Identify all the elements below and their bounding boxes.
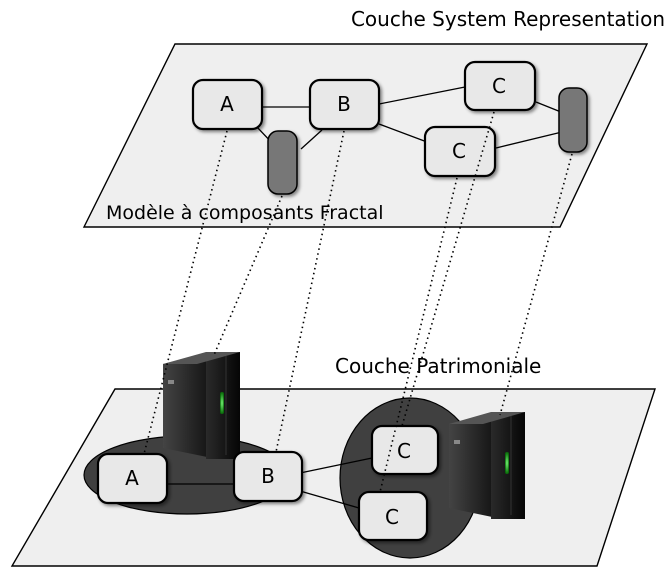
bottom-layer: Couche Patrimoniale — [10, 352, 656, 567]
top-connector-right — [558, 87, 588, 153]
top-node-c-lower: C — [423, 125, 497, 178]
mapping-line — [143, 130, 228, 455]
top-node-a: A — [191, 78, 264, 131]
top-node-c-upper-label: C — [492, 74, 506, 98]
top-connector-left — [267, 130, 298, 195]
top-layer-caption: Modèle à composants Fractal — [106, 202, 384, 224]
bottom-node-a: A — [96, 452, 169, 505]
top-layer: Couche System Representation Modèle à co… — [82, 7, 665, 228]
bottom-node-c-upper: C — [370, 424, 440, 476]
bottom-layer-title: Couche Patrimoniale — [335, 354, 541, 378]
bottom-node-b-label: B — [261, 464, 275, 488]
top-node-c-lower-label: C — [452, 139, 466, 163]
top-node-b: B — [308, 78, 381, 131]
top-node-c-upper: C — [463, 60, 537, 112]
mapping-lines — [143, 111, 573, 493]
top-node-b-label: B — [337, 92, 351, 116]
bottom-node-c-upper-label: C — [397, 439, 411, 463]
top-layer-title: Couche System Representation — [351, 7, 665, 31]
bottom-node-a-label: A — [125, 466, 139, 490]
mapping-line — [213, 195, 283, 356]
bottom-edges — [167, 457, 373, 509]
bottom-node-b: B — [232, 450, 304, 503]
bottom-node-c-lower-label: C — [385, 505, 399, 529]
server-icon — [449, 412, 525, 519]
top-node-a-label: A — [220, 92, 234, 116]
bottom-node-c-lower: C — [357, 490, 429, 542]
mapping-line — [499, 153, 573, 416]
server-icon — [163, 352, 240, 459]
